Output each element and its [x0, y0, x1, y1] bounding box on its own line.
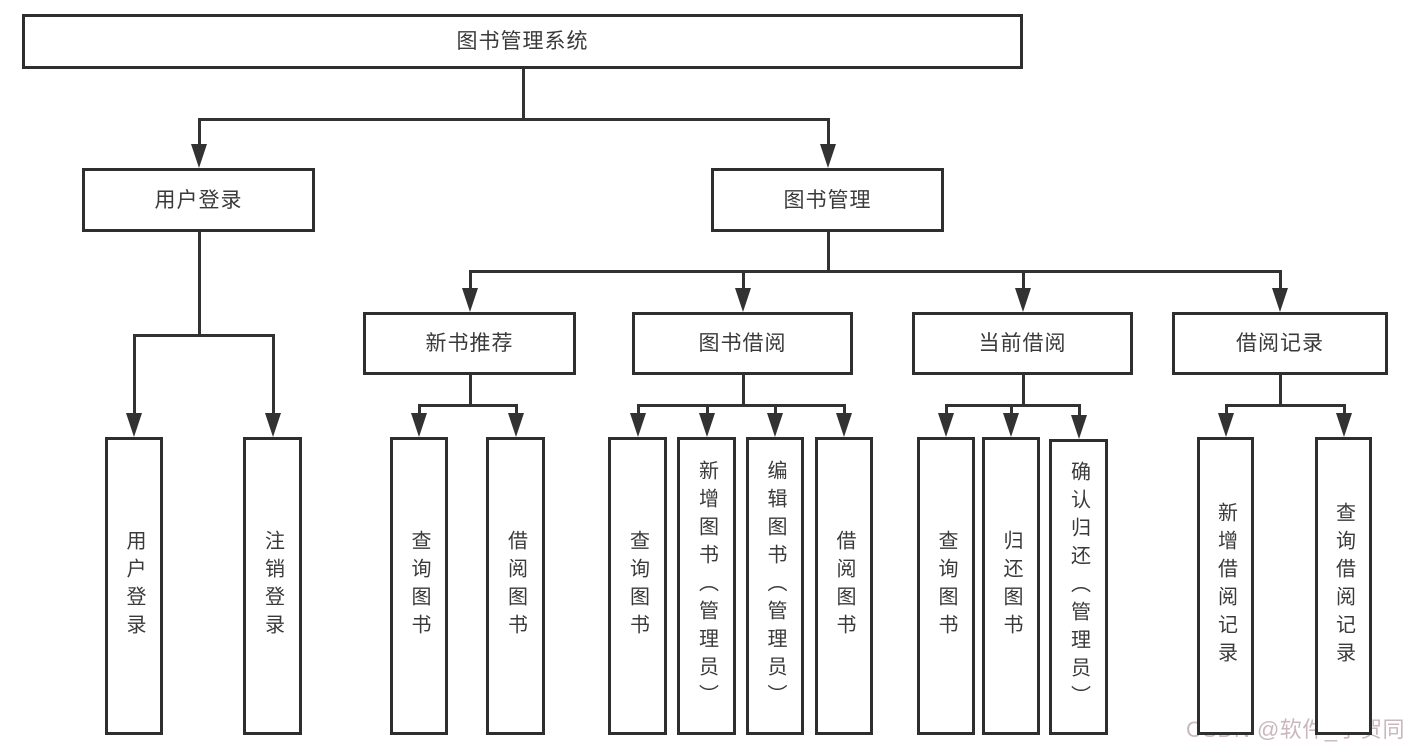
node-nb-query: 查询图书 — [390, 437, 448, 735]
node-bb-add: 新增图书（管理员） — [677, 437, 736, 735]
node-label: 查询图书 — [408, 530, 430, 642]
arrow-down-icon — [191, 144, 207, 168]
connector-branch — [198, 118, 830, 121]
arrow-down-icon — [411, 413, 427, 437]
connector-trunk — [1279, 375, 1282, 405]
node-label: 借阅图书 — [504, 530, 527, 642]
connector-stem — [272, 335, 275, 416]
connector-stem — [945, 405, 948, 416]
node-label: 用户登录 — [123, 530, 145, 642]
node-current-borrow: 当前借阅 — [912, 312, 1133, 375]
node-label: 查询图书 — [935, 530, 957, 642]
connector-branch — [945, 404, 1081, 407]
node-label: 新增图书（管理员） — [695, 460, 718, 712]
node-label: 注销登录 — [261, 530, 284, 642]
node-label: 编辑图书（管理员） — [764, 460, 786, 712]
node-book-mgmt: 图书管理 — [711, 168, 944, 232]
node-cb-confirm: 确认归还（管理员） — [1049, 439, 1108, 735]
arrow-down-icon — [836, 413, 852, 437]
arrow-down-icon — [508, 413, 524, 437]
node-bb-borrow: 借阅图书 — [815, 437, 873, 735]
node-label: 新增借阅记录 — [1214, 502, 1237, 670]
connector-stem — [1022, 271, 1025, 291]
connector-stem — [198, 119, 201, 147]
node-root: 图书管理系统 — [22, 14, 1023, 69]
node-label: 借阅图书 — [833, 530, 855, 642]
connector-stem — [133, 335, 136, 416]
arrow-down-icon — [938, 413, 954, 437]
connector-stem — [1279, 271, 1282, 291]
node-label: 确认归还（管理员） — [1067, 461, 1090, 713]
node-new-books: 新书推荐 — [363, 312, 576, 375]
node-br-add: 新增借阅记录 — [1197, 437, 1254, 735]
connector-branch — [637, 404, 846, 407]
node-label: 归还图书 — [1000, 530, 1022, 642]
connector-stem — [515, 405, 518, 416]
node-leaf-logout: 注销登录 — [243, 437, 302, 735]
node-label: 图书管理系统 — [456, 30, 589, 53]
arrow-down-icon — [265, 413, 281, 437]
connector-stem — [1343, 405, 1346, 416]
node-label: 图书借阅 — [698, 332, 787, 355]
node-borrow-records: 借阅记录 — [1172, 312, 1388, 375]
node-bb-query: 查询图书 — [608, 437, 667, 735]
node-book-borrow: 图书借阅 — [632, 312, 853, 375]
connector-stem — [1078, 405, 1081, 418]
connector-trunk — [827, 232, 830, 271]
connector-trunk — [1022, 375, 1025, 405]
connector-trunk — [198, 232, 201, 335]
arrow-down-icon — [735, 288, 751, 312]
arrow-down-icon — [699, 413, 715, 437]
arrow-down-icon — [767, 413, 783, 437]
connector-branch — [1225, 404, 1346, 407]
connector-stem — [418, 405, 421, 416]
connector-stem — [827, 119, 830, 147]
connector-stem — [774, 405, 777, 416]
connector-stem — [469, 271, 472, 291]
connector-branch — [133, 334, 275, 337]
arrow-down-icon — [1272, 288, 1288, 312]
node-nb-borrow: 借阅图书 — [486, 437, 545, 735]
node-leaf-user-login: 用户登录 — [105, 437, 163, 735]
arrow-down-icon — [462, 288, 478, 312]
connector-branch — [469, 270, 1282, 273]
node-label: 用户登录 — [154, 188, 243, 212]
node-user-login: 用户登录 — [82, 168, 315, 232]
arrow-down-icon — [630, 413, 646, 437]
connector-stem — [706, 405, 709, 416]
connector-stem — [637, 405, 640, 416]
connector-branch — [418, 404, 518, 407]
arrow-down-icon — [1071, 415, 1087, 439]
node-label: 新书推荐 — [425, 332, 514, 355]
node-br-query: 查询借阅记录 — [1315, 437, 1372, 735]
node-bb-edit: 编辑图书（管理员） — [746, 437, 804, 735]
arrow-down-icon — [1003, 413, 1019, 437]
node-label: 查询图书 — [626, 530, 649, 642]
node-cb-query: 查询图书 — [917, 437, 975, 735]
arrow-down-icon — [1336, 413, 1352, 437]
arrow-down-icon — [126, 413, 142, 437]
node-label: 图书管理 — [783, 188, 872, 212]
node-label: 借阅记录 — [1236, 332, 1324, 355]
connector-trunk — [469, 375, 472, 405]
arrow-down-icon — [820, 144, 836, 168]
connector-stem — [1225, 405, 1228, 416]
node-label: 当前借阅 — [978, 332, 1067, 355]
node-cb-return: 归还图书 — [982, 437, 1040, 735]
arrow-down-icon — [1218, 413, 1234, 437]
connector-stem — [1010, 405, 1013, 416]
node-label: 查询借阅记录 — [1332, 502, 1355, 670]
connector-stem — [843, 405, 846, 416]
connector-trunk — [522, 69, 525, 119]
connector-stem — [742, 271, 745, 291]
arrow-down-icon — [1015, 288, 1031, 312]
connector-trunk — [742, 375, 745, 405]
